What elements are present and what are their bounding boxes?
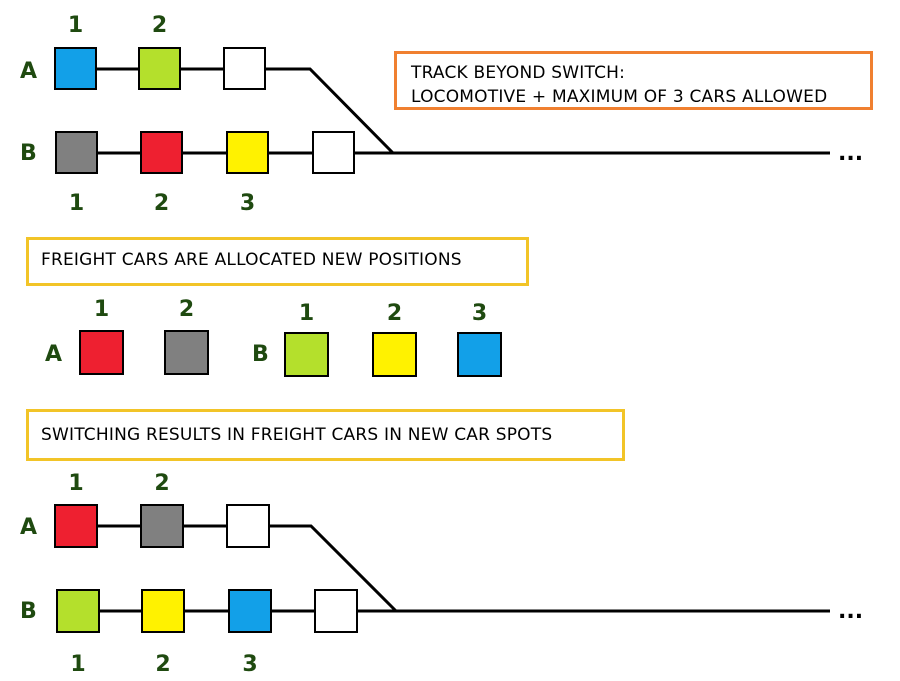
top-b-spot-number: 3	[240, 191, 255, 216]
top-yard-track-a: A 1 2	[20, 13, 266, 90]
track-capacity-note: TRACK BEYOND SWITCH: LOCOMOTIVE + MAXIMU…	[394, 51, 873, 110]
bot-b-car-blue	[228, 589, 272, 633]
alloc-a-spot-number: 1	[94, 297, 109, 322]
allocation-title: FREIGHT CARS ARE ALLOCATED NEW POSITIONS	[41, 250, 462, 270]
top-a-spot-number: 1	[68, 13, 83, 38]
top-a-track-label: A	[20, 59, 37, 84]
allocation-track-a: A 1 2	[45, 297, 209, 375]
top-b-spot-number: 2	[154, 191, 169, 216]
alloc-b-car-green	[284, 332, 329, 377]
alloc-b-car-blue	[457, 332, 502, 377]
alloc-b-spot-number: 1	[299, 301, 314, 326]
top-b-car-gray	[55, 131, 98, 174]
top-a-spot-number: 2	[152, 13, 167, 38]
bot-a-car-gray	[140, 504, 184, 548]
alloc-a-car-gray	[164, 330, 209, 375]
alloc-b-track-label: B	[252, 342, 269, 367]
top-a-car-green	[138, 47, 181, 90]
bot-a-car-red	[54, 504, 98, 548]
bottom-yard-track-a: A 1 2	[20, 471, 270, 548]
continuation-dots-bottom: ...	[838, 599, 863, 624]
alloc-a-spot-number: 2	[179, 297, 194, 322]
bot-a-spot-number: 2	[154, 471, 169, 496]
bot-b-empty-car-spot	[314, 589, 358, 633]
top-b-car-red	[140, 131, 183, 174]
bot-a-empty-car-spot	[226, 504, 270, 548]
alloc-a-car-red	[79, 330, 124, 375]
bot-a-spot-number: 1	[68, 471, 83, 496]
alloc-b-spot-number: 2	[387, 301, 402, 326]
top-b-empty-car-spot	[312, 131, 355, 174]
alloc-a-track-label: A	[45, 342, 62, 367]
bot-b-spot-number: 3	[242, 652, 257, 677]
bot-b-track-label: B	[20, 599, 37, 624]
top-b-car-yellow	[226, 131, 269, 174]
top-b-track-label: B	[20, 141, 37, 166]
bot-b-spot-number: 1	[70, 652, 85, 677]
top-a-empty-car-spot	[223, 47, 266, 90]
bot-b-car-green	[56, 589, 100, 633]
alloc-b-car-yellow	[372, 332, 417, 377]
top-a-car-blue	[54, 47, 97, 90]
top-yard-track-b: B 1 2 3	[20, 131, 355, 216]
allocation-track-b: B 1 2 3	[252, 301, 502, 377]
alloc-b-spot-number: 3	[472, 301, 487, 326]
bottom-yard-tracks	[97, 524, 830, 613]
bot-b-spot-number: 2	[155, 652, 170, 677]
bot-a-track-label: A	[20, 515, 37, 540]
result-title: SWITCHING RESULTS IN FREIGHT CARS IN NEW…	[41, 425, 553, 445]
bottom-yard-track-b: B 1 2 3	[20, 589, 358, 677]
result-title-box: SWITCHING RESULTS IN FREIGHT CARS IN NEW…	[26, 409, 625, 461]
top-b-spot-number: 1	[69, 191, 84, 216]
track-note-line-2: LOCOMOTIVE + MAXIMUM OF 3 CARS ALLOWED	[411, 87, 828, 107]
track-note-line-1: TRACK BEYOND SWITCH:	[411, 63, 626, 83]
allocation-title-box: FREIGHT CARS ARE ALLOCATED NEW POSITIONS	[26, 237, 529, 286]
bot-b-car-yellow	[141, 589, 185, 633]
continuation-dots-top: ...	[838, 141, 863, 166]
